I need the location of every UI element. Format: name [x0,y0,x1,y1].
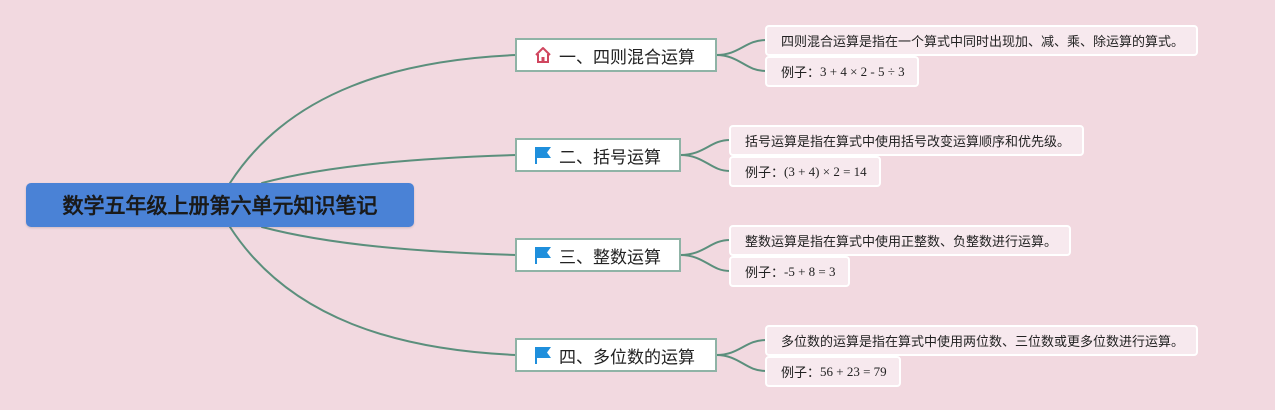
topic-1-definition[interactable]: 四则混合运算是指在一个算式中同时出现加、减、乘、除运算的算式。 [765,25,1199,56]
example-prefix: 例子： [745,266,785,281]
definition-text: 括号运算是指在算式中使用括号改变运算顺序和优先级。 [745,135,1071,150]
example-expression: -5 + 8 = 3 [784,263,836,279]
topic-label: 四、多位数的运算 [559,347,695,368]
topic-label: 三、整数运算 [559,247,661,268]
connector-root-topic-2 [261,154,517,184]
example-prefix: 例子： [745,166,785,181]
root-title: 数学五年级上册第六单元知识笔记 [62,194,378,218]
topic-node-1[interactable]: 一、四则混合运算 [515,38,717,72]
flag-icon [533,345,553,365]
example-expression: 56 + 23 = 79 [820,363,887,379]
topic-node-2[interactable]: 二、括号运算 [515,138,681,172]
connector-topic-2-ex [679,154,731,172]
home-icon [533,45,553,65]
flag-icon [533,145,553,165]
connector-topic-1-def [715,39,767,56]
topic-3-example[interactable]: 例子： -5 + 8 = 3 [729,256,850,287]
topic-4-definition[interactable]: 多位数的运算是指在算式中使用两位数、三位数或更多位数进行运算。 [765,325,1199,356]
topic-node-4[interactable]: 四、多位数的运算 [515,338,717,372]
connector-root-topic-3 [261,226,517,256]
connector-topic-1-ex [715,54,767,72]
connector-topic-4-def [715,339,767,356]
topic-2-example[interactable]: 例子： (3 + 4) × 2 = 14 [729,156,881,187]
connector-topic-3-def [679,239,731,256]
definition-text: 四则混合运算是指在一个算式中同时出现加、减、乘、除运算的算式。 [781,35,1185,50]
topic-2-definition[interactable]: 括号运算是指在算式中使用括号改变运算顺序和优先级。 [729,125,1085,156]
connector-topic-4-ex [715,354,767,372]
topic-label: 二、括号运算 [559,147,661,168]
connector-topic-2-def [679,139,731,156]
flag-icon [533,245,553,265]
example-expression: (3 + 4) × 2 = 14 [784,163,867,179]
topic-1-example[interactable]: 例子： 3 + 4 × 2 - 5 ÷ 3 [765,56,919,87]
example-prefix: 例子： [781,66,821,81]
root-node[interactable]: 数学五年级上册第六单元知识笔记 [26,183,414,227]
definition-text: 多位数的运算是指在算式中使用两位数、三位数或更多位数进行运算。 [781,335,1185,350]
topic-4-example[interactable]: 例子： 56 + 23 = 79 [765,356,901,387]
connector-topic-3-ex [679,254,731,272]
definition-text: 整数运算是指在算式中使用正整数、负整数进行运算。 [745,235,1058,250]
example-prefix: 例子： [781,366,821,381]
connector-root-topic-1 [229,54,517,184]
topic-node-3[interactable]: 三、整数运算 [515,238,681,272]
topic-3-definition[interactable]: 整数运算是指在算式中使用正整数、负整数进行运算。 [729,225,1072,256]
connector-root-topic-4 [229,226,517,356]
topic-label: 一、四则混合运算 [559,47,695,68]
example-expression: 3 + 4 × 2 - 5 ÷ 3 [820,63,905,79]
